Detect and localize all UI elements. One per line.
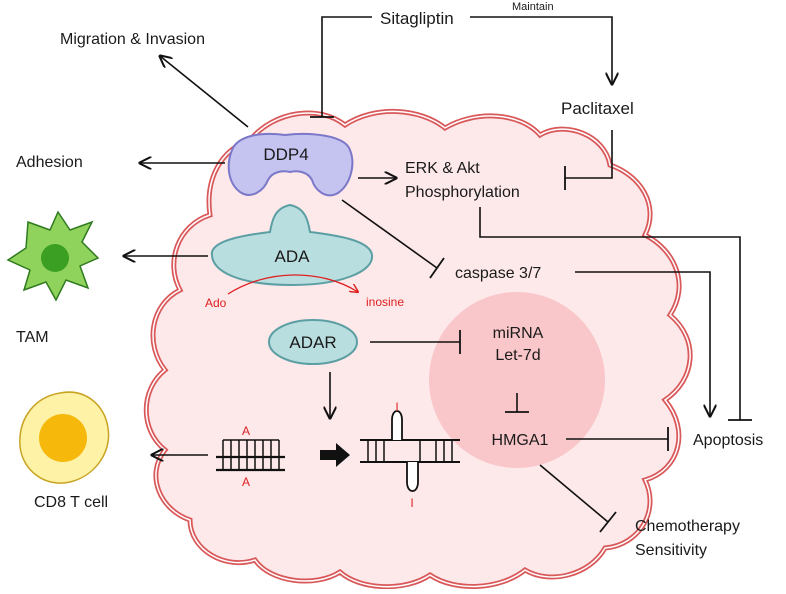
paclitaxel-label: Paclitaxel — [561, 99, 634, 118]
mirna-label-line2: Let-7d — [495, 347, 540, 364]
tam-nucleus — [41, 244, 69, 272]
chemo-label-line2: Sensitivity — [635, 542, 707, 559]
inosine-label: inosine — [366, 295, 404, 309]
hmga1-inhibits-chemo — [539, 464, 609, 523]
chemo-label-line1: Chemotherapy — [635, 518, 740, 535]
ddp4-label: DDP4 — [263, 145, 308, 164]
tumor-cell — [143, 108, 693, 590]
tam-cell — [6, 210, 100, 302]
adar-enzyme: ADAR — [268, 319, 358, 365]
caspase-to-apoptosis — [575, 271, 710, 416]
ddp4-receptor: DDP4 — [227, 132, 354, 197]
sitagliptin-inhibits-ddp4 — [321, 16, 372, 117]
sitagliptin-maintain-paclitaxel — [470, 16, 612, 84]
cd8-label: CD8 T cell — [34, 494, 108, 511]
ada-enzyme: ADA — [210, 203, 374, 287]
erk-inhibits-apoptosis — [479, 207, 741, 420]
cd8-core — [39, 414, 87, 462]
hmga1-label: HMGA1 — [492, 432, 549, 449]
ado-label: Ado — [205, 296, 227, 310]
nucleus — [429, 292, 605, 468]
rna-a-bottom-label: A — [242, 475, 250, 489]
rna-i-top-label: I — [395, 400, 398, 414]
erk-label-line1: ERK & Akt — [405, 160, 480, 177]
rna-i-bottom-label: I — [410, 496, 413, 510]
rna-duplex-a: A A — [216, 424, 285, 489]
cell-membrane — [143, 108, 693, 590]
adar-label: ADAR — [289, 333, 336, 352]
tam-label: TAM — [16, 329, 49, 346]
rna-a-top-label: A — [242, 424, 250, 438]
adhesion-label: Adhesion — [16, 154, 83, 171]
ddp4-to-migration — [160, 56, 249, 128]
erk-label-line2: Phosphorylation — [405, 184, 520, 201]
apoptosis-label: Apoptosis — [693, 432, 763, 449]
ada-label: ADA — [275, 247, 311, 266]
migration-label: Migration & Invasion — [60, 31, 205, 48]
sitagliptin-label: Sitagliptin — [380, 9, 454, 28]
ado-inosine-arrow — [227, 274, 358, 295]
maintain-label: Maintain — [512, 1, 554, 13]
rna-duplex-i: I I — [360, 400, 460, 510]
caspase-label: caspase 3/7 — [455, 265, 541, 282]
cd8-t-cell — [19, 391, 110, 484]
ddp4-inhibits-caspase — [341, 199, 438, 269]
editing-arrow-icon — [320, 443, 350, 467]
mirna-label-line1: miRNA — [493, 325, 544, 342]
paclitaxel-inhibits-erk — [565, 130, 613, 179]
